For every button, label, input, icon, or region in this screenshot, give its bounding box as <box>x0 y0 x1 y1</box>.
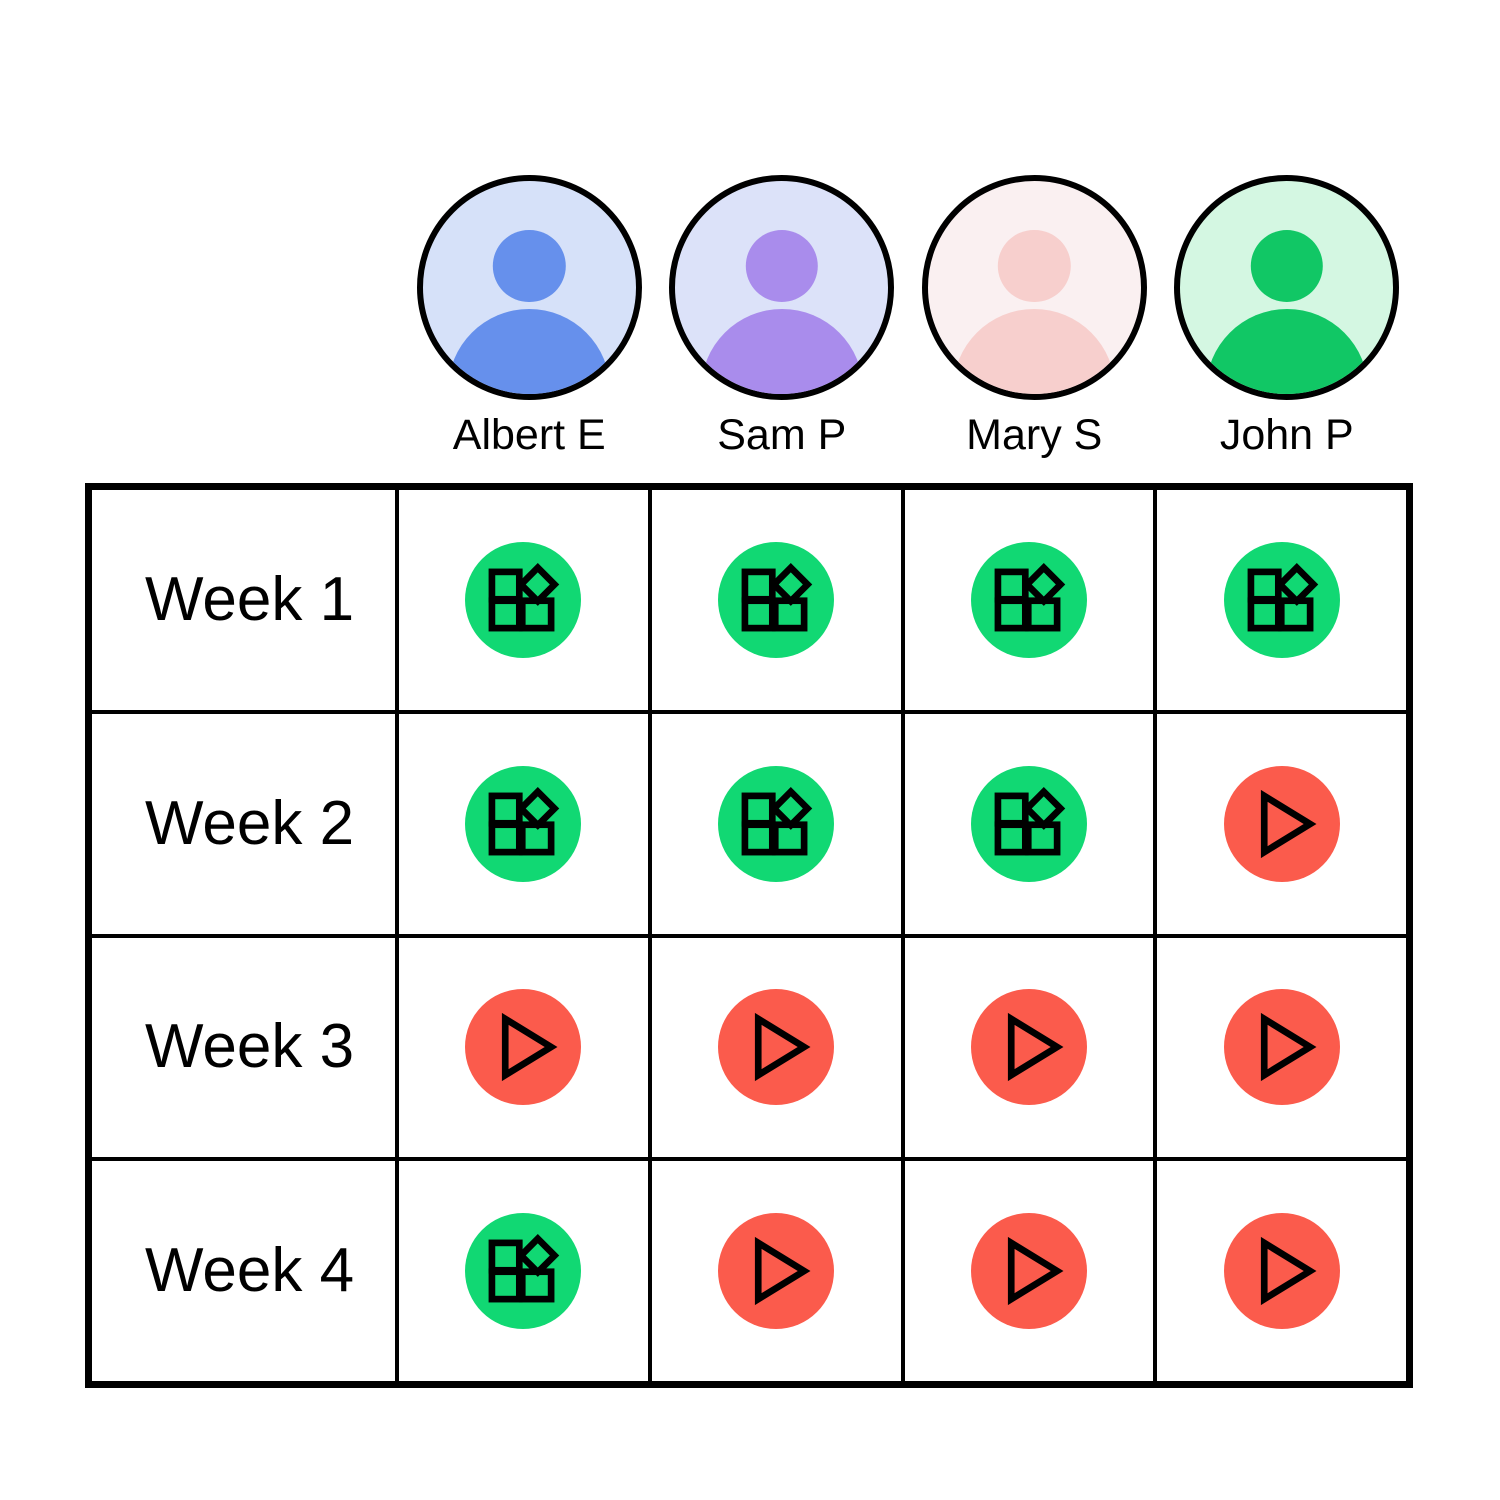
person-column-1: Albert E <box>403 175 656 465</box>
grid-diamond-icon-svg <box>994 786 1066 856</box>
play-triangle-icon <box>1245 1010 1319 1084</box>
avatar-head-shape <box>493 229 566 303</box>
person-column-3: Mary S <box>908 175 1161 465</box>
table-row: Week 1 <box>92 490 1406 714</box>
person-avatar-icon[interactable] <box>669 175 895 400</box>
play-triangle-icon <box>739 1234 813 1308</box>
week-header-cell: Week 4 <box>92 1161 399 1381</box>
status-cell[interactable] <box>399 713 652 934</box>
person-name-label: Mary S <box>966 411 1103 459</box>
avatar-body-shape <box>1205 308 1368 394</box>
play-triangle-icon-svg <box>1260 1237 1317 1306</box>
weekly-status-table: Week 1 Week 2 Week 3 Week 4 <box>85 483 1413 1388</box>
status-cell[interactable] <box>905 1161 1158 1381</box>
grid-diamond-icon-svg <box>994 562 1066 632</box>
play-triangle-icon <box>992 1010 1066 1084</box>
person-avatar-icon[interactable] <box>921 175 1147 400</box>
avatar-body-shape <box>700 308 863 394</box>
table-row: Week 4 <box>92 1161 1406 1381</box>
table-row: Week 3 <box>92 937 1406 1162</box>
status-badge[interactable] <box>718 765 835 882</box>
play-triangle-icon-svg <box>755 1237 811 1306</box>
person-name-label: Sam P <box>717 411 847 459</box>
status-cell[interactable] <box>1157 490 1406 710</box>
grid-diamond-icon <box>486 562 560 637</box>
person-column-4: John P <box>1161 175 1414 465</box>
avatar-head-shape <box>998 229 1071 303</box>
status-badge[interactable] <box>1223 989 1340 1106</box>
week-header-cell: Week 1 <box>92 490 399 710</box>
person-name-label: John P <box>1219 411 1354 459</box>
grid-diamond-icon <box>739 786 813 861</box>
status-badge[interactable] <box>970 1213 1087 1330</box>
play-triangle-icon <box>992 1234 1066 1308</box>
table-row: Week 2 <box>92 713 1406 938</box>
person-name-label: Albert E <box>452 411 606 459</box>
week-label: Week 2 <box>145 788 355 858</box>
status-badge[interactable] <box>718 541 835 658</box>
grid-diamond-icon <box>486 786 560 861</box>
play-triangle-icon-svg <box>1260 789 1317 858</box>
play-triangle-icon <box>486 1010 560 1084</box>
week-header-cell: Week 2 <box>92 713 399 934</box>
status-badge[interactable] <box>718 1213 835 1330</box>
grid-diamond-icon <box>739 562 813 637</box>
status-cell[interactable] <box>652 713 905 934</box>
week-label: Week 1 <box>145 564 355 634</box>
grid-diamond-icon-svg <box>1247 562 1318 632</box>
grid-diamond-icon <box>992 786 1066 861</box>
person-avatar-icon[interactable] <box>1174 175 1400 400</box>
status-cell[interactable] <box>1157 1161 1406 1381</box>
grid-diamond-icon-svg <box>488 562 560 632</box>
grid-diamond-icon <box>992 562 1066 637</box>
status-badge[interactable] <box>465 1213 582 1330</box>
status-badge[interactable] <box>465 989 582 1106</box>
status-badge[interactable] <box>465 765 582 882</box>
status-badge[interactable] <box>718 989 835 1106</box>
week-header-cell: Week 3 <box>92 937 399 1158</box>
status-badge[interactable] <box>970 989 1087 1106</box>
play-triangle-icon <box>1245 1234 1319 1308</box>
status-badge[interactable] <box>465 541 582 658</box>
play-triangle-icon <box>1245 787 1319 861</box>
status-badge[interactable] <box>1223 1213 1340 1330</box>
status-cell[interactable] <box>905 937 1158 1158</box>
status-cell[interactable] <box>905 713 1158 934</box>
status-badge[interactable] <box>1223 541 1340 658</box>
play-triangle-icon <box>739 1010 813 1084</box>
grid-diamond-icon-svg <box>741 562 813 632</box>
grid-diamond-icon-svg <box>488 786 560 856</box>
status-cell[interactable] <box>905 490 1158 710</box>
grid-diamond-icon <box>1245 562 1319 637</box>
play-triangle-icon-svg <box>502 1013 558 1082</box>
people-header-row: Albert E Sam P Mary S John P <box>403 175 1413 465</box>
status-cell[interactable] <box>399 490 652 710</box>
person-column-2: Sam P <box>656 175 909 465</box>
play-triangle-icon-svg <box>1007 1013 1064 1082</box>
avatar-head-shape <box>745 229 818 303</box>
play-triangle-icon-svg <box>1260 1013 1317 1082</box>
status-cell[interactable] <box>399 1161 652 1381</box>
grid-diamond-icon-svg <box>488 1234 560 1303</box>
status-badge[interactable] <box>970 541 1087 658</box>
grid-diamond-icon-svg <box>741 786 813 856</box>
avatar-body-shape <box>448 308 611 394</box>
week-label: Week 4 <box>145 1236 355 1306</box>
status-badge[interactable] <box>1223 765 1340 882</box>
grid-diamond-icon <box>486 1234 560 1308</box>
status-cell[interactable] <box>652 937 905 1158</box>
status-badge[interactable] <box>970 765 1087 882</box>
status-cell[interactable] <box>399 937 652 1158</box>
play-triangle-icon-svg <box>755 1013 811 1082</box>
person-avatar-icon[interactable] <box>416 175 642 400</box>
week-label: Week 3 <box>145 1012 355 1082</box>
status-cell[interactable] <box>652 490 905 710</box>
avatar-body-shape <box>953 308 1116 394</box>
status-cell[interactable] <box>1157 714 1406 934</box>
status-cell[interactable] <box>652 1161 905 1381</box>
play-triangle-icon-svg <box>1007 1237 1064 1306</box>
status-cell[interactable] <box>1157 938 1406 1158</box>
avatar-head-shape <box>1250 229 1323 303</box>
